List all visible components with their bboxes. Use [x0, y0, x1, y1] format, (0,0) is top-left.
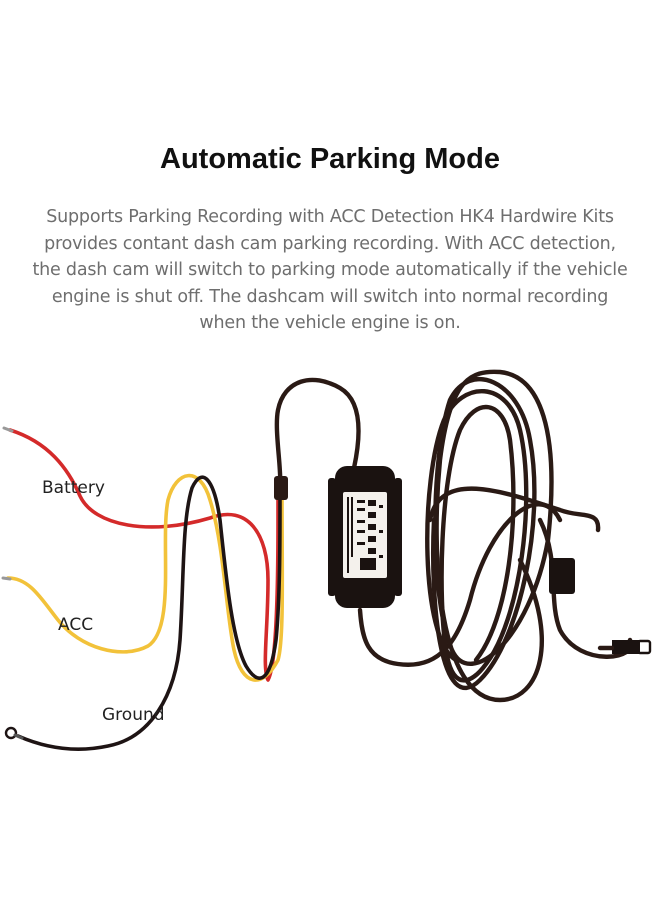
description-text: Supports Parking Recording with ACC Dete… [20, 204, 640, 337]
acc-label: ACC [58, 615, 94, 635]
description-line: Supports Parking Recording with ACC Dete… [46, 207, 614, 227]
output-cable [357, 502, 563, 667]
ferrite-choke [549, 558, 575, 594]
junction-sleeve [274, 476, 288, 500]
hardwire-module [328, 466, 402, 608]
acc-wire [6, 473, 285, 682]
junction-cable [274, 377, 361, 491]
description-line: when the vehicle engine is on. [199, 313, 461, 333]
usb-c-plug-icon [597, 639, 652, 655]
description-line: engine is shut off. The dashcam will swi… [51, 286, 609, 307]
coiled-cable [425, 389, 529, 683]
page-title: Automatic Parking Mode [160, 143, 500, 175]
ground-label: Ground [102, 705, 165, 725]
description-line: provides contant dash cam parking record… [44, 233, 616, 254]
coiled-cable [427, 486, 601, 533]
description-line: the dash cam will switch to parking mode… [32, 260, 628, 280]
ground-wire [16, 475, 282, 751]
battery-label: Battery [42, 478, 105, 498]
ring-terminal-icon [4, 726, 18, 740]
